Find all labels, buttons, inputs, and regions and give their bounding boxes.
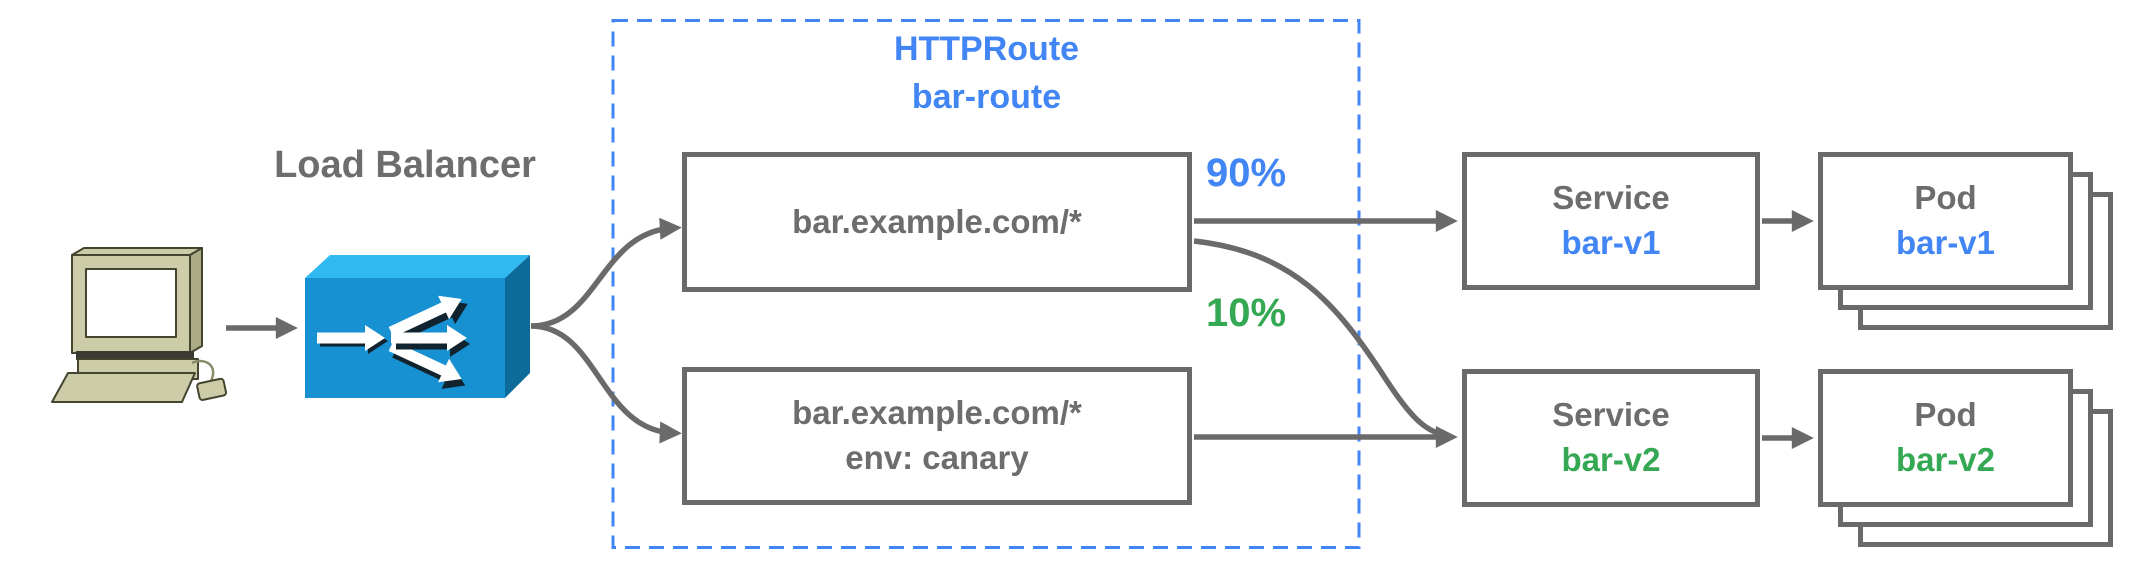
service-bar-v2-box: Service bar-v2 <box>1462 369 1760 507</box>
service-bar-v1-box: Service bar-v1 <box>1462 152 1760 290</box>
httproute-title: HTTPRoute bar-route <box>613 26 1360 121</box>
httproute-kind-label: HTTPRoute <box>893 30 1080 68</box>
pod-kind-label: Pod <box>1914 396 1977 434</box>
load-balancer-label: Load Balancer <box>274 144 536 186</box>
pod-name-label: bar-v2 <box>1895 441 1996 478</box>
load-balancer-icon <box>305 255 530 398</box>
weight-90-label: 90% <box>1206 151 1287 195</box>
weight-10-label: 10% <box>1206 291 1287 335</box>
rule2-match-text: bar.example.com/* <box>792 394 1082 432</box>
rule2-header-match-text: env: canary <box>845 439 1029 476</box>
httproute-dashed-border <box>611 19 1361 549</box>
curve-lb-to-rule2 <box>530 323 682 444</box>
pod-kind-label: Pod <box>1914 179 1977 217</box>
client-computer-icon <box>51 247 228 403</box>
curve-lb-to-rule1 <box>530 217 682 329</box>
pod-bar-v2-box: Pod bar-v2 <box>1818 369 2073 507</box>
curve-rule1-to-service-v2-10pct <box>1193 238 1450 439</box>
rule1-match-text: bar.example.com/* <box>792 202 1082 240</box>
service-kind-label: Service <box>1552 179 1670 217</box>
service-kind-label: Service <box>1552 396 1670 434</box>
pod-name-label: bar-v1 <box>1895 224 1996 261</box>
route-rule-box-1: bar.example.com/* <box>682 152 1192 292</box>
httproute-name-label: bar-route <box>911 77 1062 116</box>
route-rule-box-2: bar.example.com/* env: canary <box>682 367 1192 505</box>
service-name-label: bar-v1 <box>1561 224 1661 261</box>
pod-bar-v1-box: Pod bar-v1 <box>1818 152 2073 290</box>
service-name-label: bar-v2 <box>1561 441 1661 478</box>
